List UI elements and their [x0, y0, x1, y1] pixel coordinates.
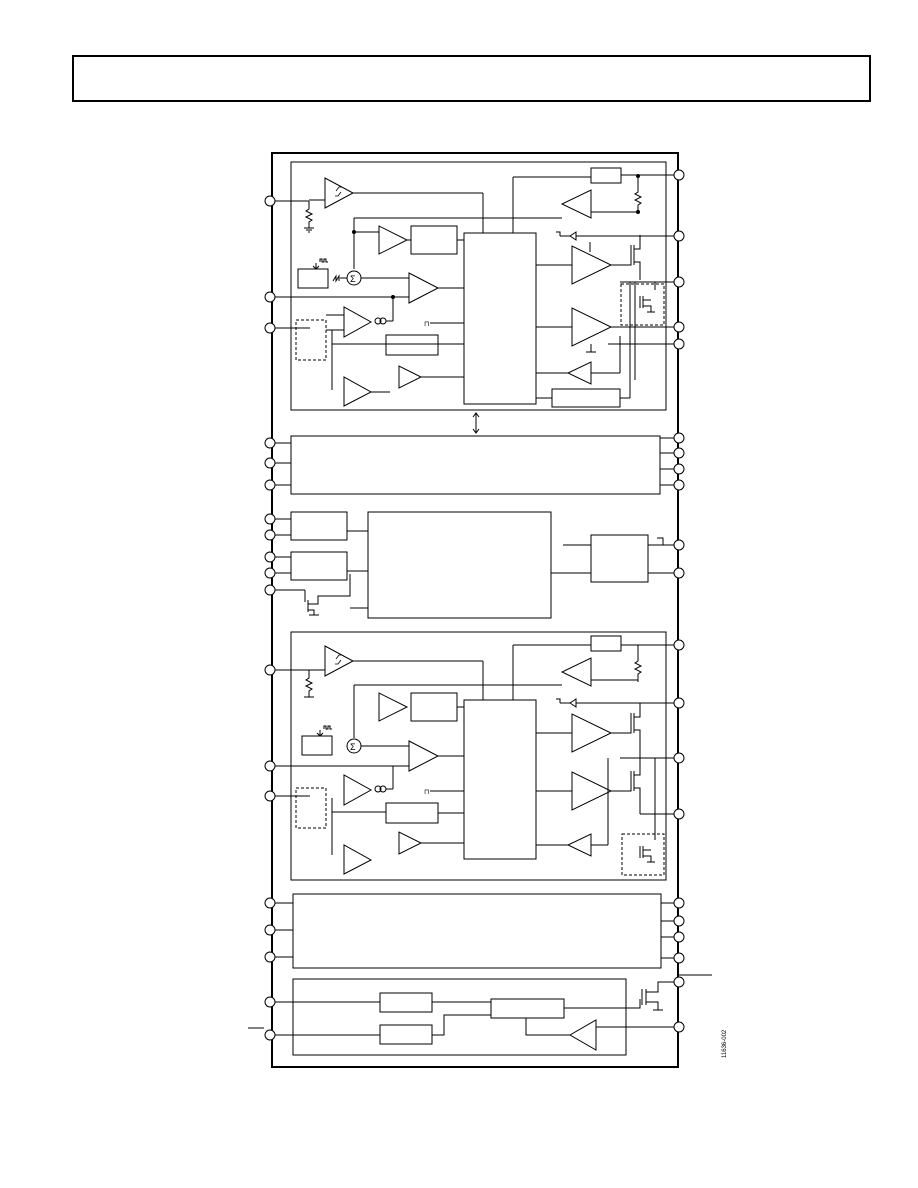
pin-1-4 [673, 169, 685, 181]
schmitt-comparator-1 [324, 177, 355, 209]
svg-text:Σ: Σ [350, 742, 356, 752]
control-logic-1 [463, 232, 537, 405]
pin-1-5 [673, 230, 685, 242]
pin-1-2 [264, 291, 276, 303]
interface-block-2 [264, 893, 685, 969]
channel-2-block: Σ ⊓ [264, 631, 685, 881]
header-box [72, 55, 871, 102]
chip-outline [271, 152, 679, 1068]
pin-1-8 [673, 338, 685, 350]
pin-1-1 [264, 195, 276, 207]
control-logic-2 [463, 699, 537, 860]
pin-1-7 [673, 321, 685, 333]
svg-text:⊓: ⊓ [424, 321, 429, 328]
interface-block-1 [264, 432, 685, 495]
channel-1-block: Σ ⊓ [264, 161, 685, 411]
central-control-block [264, 511, 685, 619]
pin-1-3 [264, 322, 276, 334]
pin-1-6 [673, 276, 685, 288]
bottom-block [248, 974, 712, 1056]
svg-text:Σ: Σ [350, 274, 356, 284]
figure-code: 11636-002 [722, 1029, 728, 1058]
svg-text:⊓: ⊓ [424, 789, 429, 796]
